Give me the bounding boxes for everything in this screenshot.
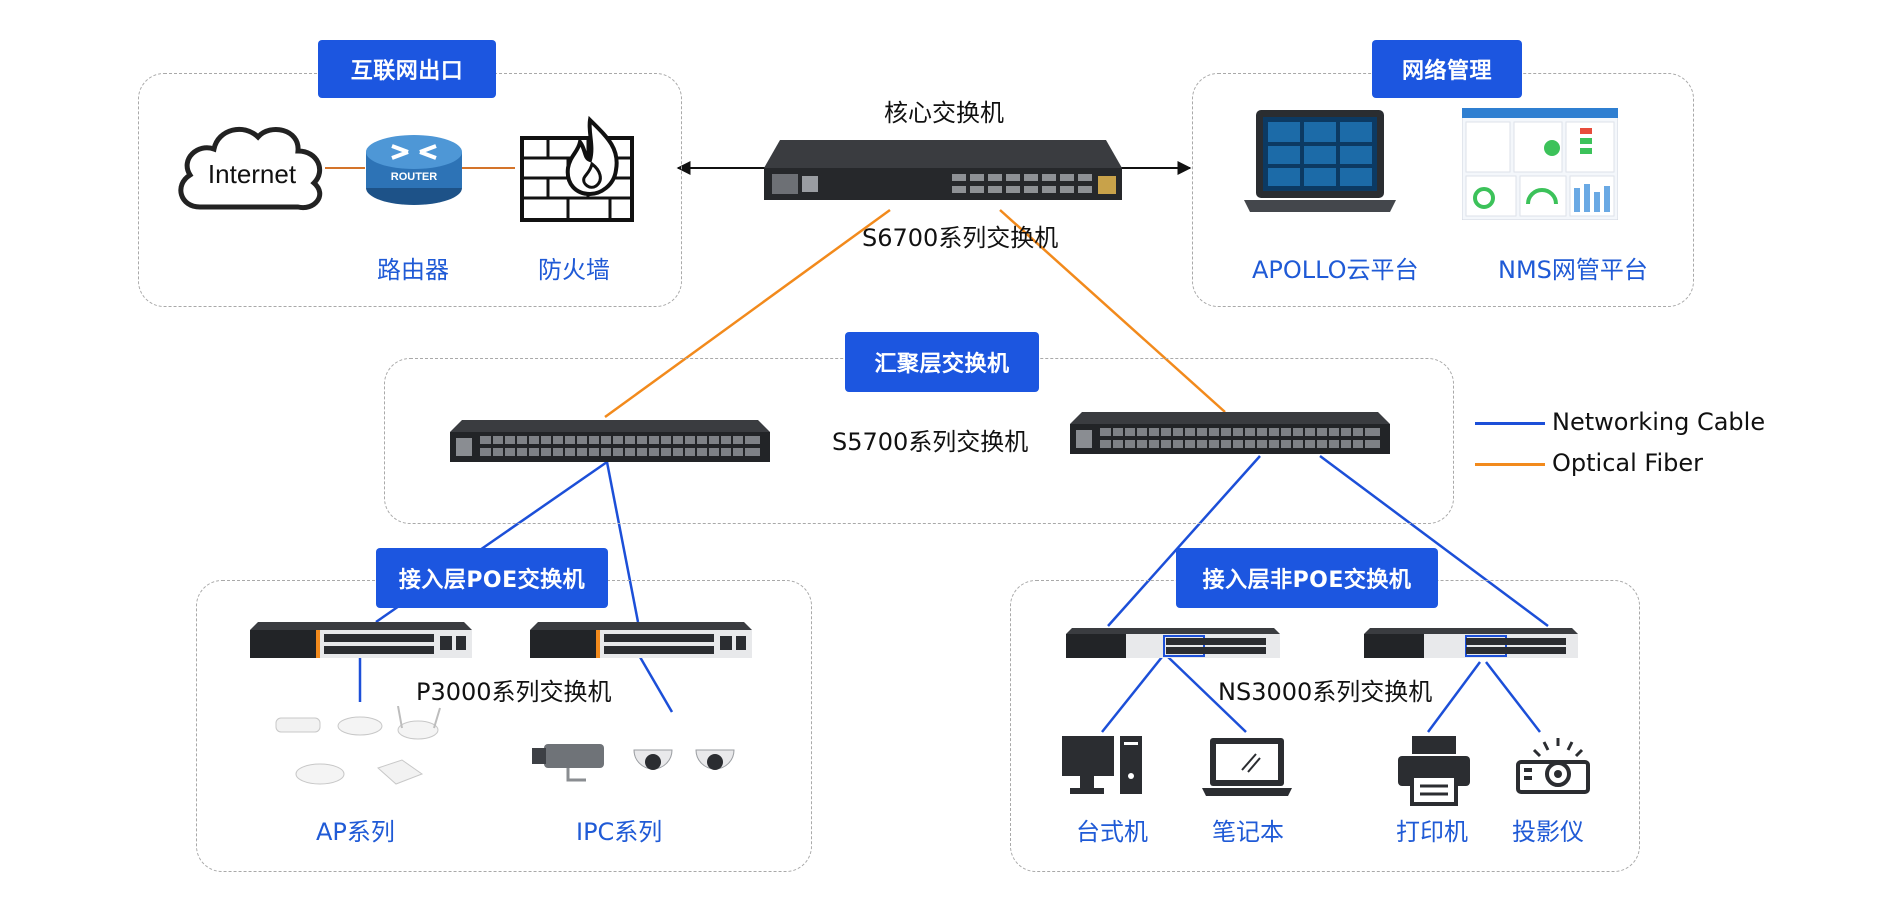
laptop-icon	[1202, 738, 1292, 796]
cable-agg-nonpoe-2	[1319, 454, 1549, 628]
fiber-core-agg-right	[999, 209, 1226, 413]
cable-switch-laptop	[1167, 656, 1247, 733]
access-poe-zone-title: 接入层POE交换机	[376, 548, 608, 608]
internet-zone-title: 互联网出口	[318, 40, 496, 98]
cable-switch-printer	[1426, 661, 1482, 733]
router-label: 路由器	[377, 256, 449, 284]
router-icon: ROUTER	[366, 135, 462, 205]
nms-label: NMS网管平台	[1498, 256, 1648, 284]
ap-label: AP系列	[316, 818, 395, 846]
aggregation-switch-model: S5700系列交换机	[832, 428, 1029, 456]
poe-switch-right	[530, 622, 752, 658]
cable-agg-nonpoe-1	[1107, 455, 1261, 627]
ipc-cameras-icon	[532, 744, 735, 782]
nonpoe-switch-left	[1066, 628, 1280, 658]
laptop-label: 笔记本	[1212, 818, 1284, 846]
firewall-label: 防火墙	[538, 256, 610, 284]
access-nonpoe-zone-title: 接入层非POE交换机	[1176, 548, 1438, 608]
ap-devices-icon	[275, 706, 441, 785]
management-zone-title: 网络管理	[1372, 40, 1522, 98]
poe-switch-model: P3000系列交换机	[416, 678, 612, 706]
ipc-label: IPC系列	[576, 818, 663, 846]
laptop-apollo-icon	[1244, 110, 1396, 212]
core-switch-device	[764, 140, 1122, 200]
nonpoe-switch-model: NS3000系列交换机	[1218, 678, 1433, 706]
core-switch-title: 核心交换机	[884, 99, 1004, 127]
printer-icon	[1398, 736, 1470, 806]
legend-cable-swatch	[1475, 422, 1545, 425]
poe-switch-left	[250, 622, 472, 658]
nonpoe-switch-right	[1364, 628, 1578, 658]
cable-agg-poe-2	[605, 461, 640, 623]
aggregation-switch-left	[450, 420, 770, 462]
legend-cable-label: Networking Cable	[1552, 408, 1766, 436]
aggregation-switch-right	[1070, 412, 1390, 454]
projector-label: 投影仪	[1512, 818, 1584, 846]
aggregation-zone-title: 汇聚层交换机	[845, 332, 1039, 392]
apollo-label: APOLLO云平台	[1252, 256, 1419, 284]
cable-switch-projector	[1485, 661, 1541, 733]
router-badge: ROUTER	[391, 171, 438, 183]
printer-label: 打印机	[1396, 818, 1468, 846]
projector-icon	[1516, 738, 1590, 794]
nms-dashboard-icon	[1462, 108, 1618, 220]
cable-switch-desktop	[1101, 656, 1163, 733]
legend-fiber-label: Optical Fiber	[1552, 449, 1703, 477]
internet-cloud-icon: Internet	[178, 126, 323, 211]
firewall-icon	[520, 115, 634, 222]
cable-poe-ipc	[638, 656, 674, 713]
legend-fiber-swatch	[1475, 463, 1545, 466]
fiber-core-agg-left	[604, 208, 891, 419]
core-switch-model: S6700系列交换机	[862, 224, 1059, 252]
desktop-label: 台式机	[1076, 818, 1148, 846]
internet-cloud-label: Internet	[208, 159, 297, 189]
desktop-icon	[1062, 736, 1142, 794]
